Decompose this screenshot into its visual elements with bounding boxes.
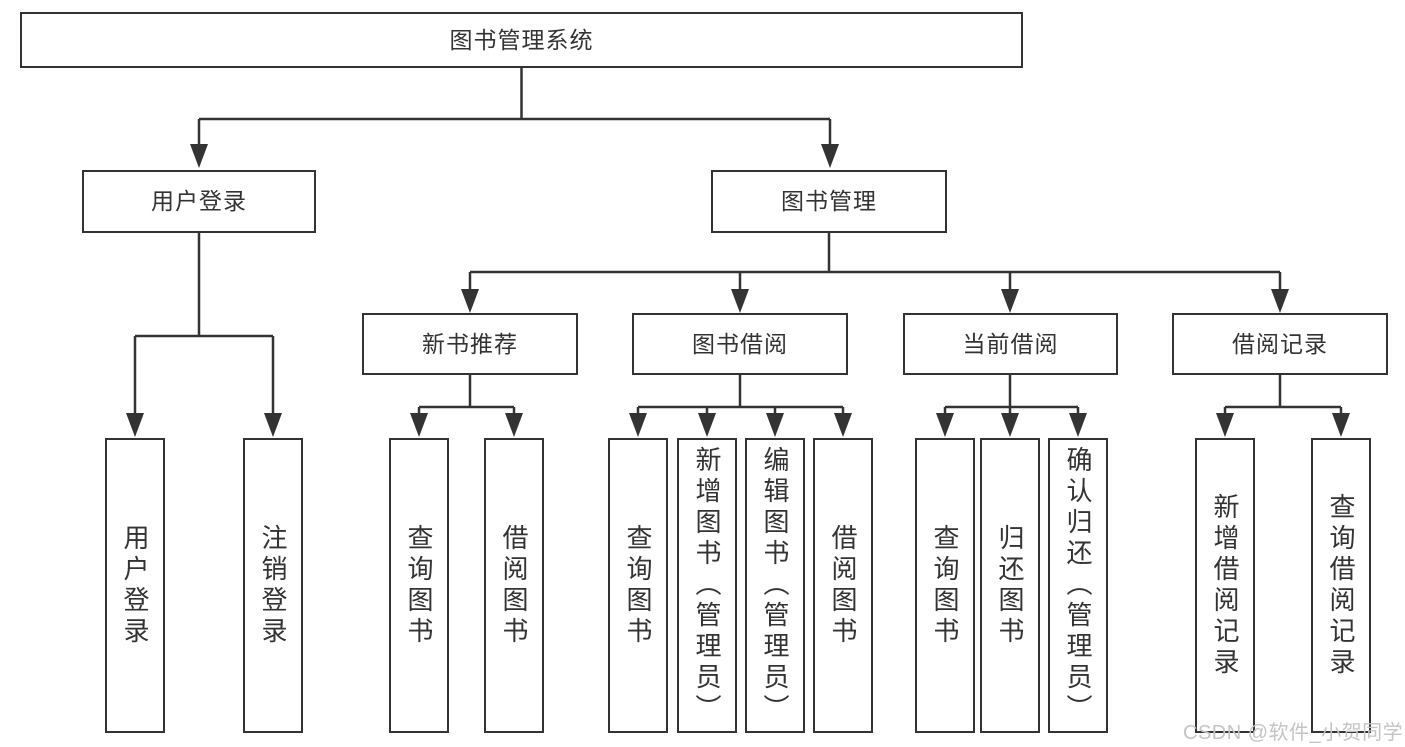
connector-user-login-to-leaves [133, 233, 275, 416]
leaf-user-login: 用户登录 [105, 438, 165, 733]
node-borrow-records: 借阅记录 [1172, 313, 1388, 375]
connector-book-management-to-level3 [468, 233, 1282, 291]
leaf-logout-label: 注销登录 [258, 523, 288, 648]
leaf-confirm-return-admin-label: 确认归还（管理员） [1063, 446, 1093, 725]
node-user-login: 用户登录 [82, 170, 316, 233]
leaf-edit-book-admin: 编辑图书（管理员） [745, 438, 805, 733]
leaf-query-books-borrow: 查询图书 [608, 438, 668, 733]
leaf-add-borrow-record-label: 新增借阅记录 [1210, 492, 1240, 679]
leaf-query-books-recommend-label: 查询图书 [404, 523, 434, 648]
node-user-login-label: 用户登录 [151, 188, 247, 214]
leaf-edit-book-admin-label: 编辑图书（管理员） [760, 446, 790, 725]
node-book-management-label: 图书管理 [781, 188, 877, 214]
connector-borrow-records-to-leaves [1223, 375, 1343, 416]
connector-new-book-to-leaves [417, 375, 516, 416]
leaf-query-borrow-record: 查询借阅记录 [1311, 438, 1371, 733]
connector-current-borrow-to-leaves [943, 375, 1080, 416]
csdn-watermark: CSDN @软件_小贺同学 [1183, 722, 1404, 744]
leaf-user-login-label: 用户登录 [120, 523, 150, 648]
leaf-borrow-books-label: 借阅图书 [828, 523, 858, 648]
leaf-confirm-return-admin: 确认归还（管理员） [1048, 438, 1108, 733]
leaf-borrow-books-recommend-label: 借阅图书 [499, 523, 529, 648]
leaf-query-borrow-record-label: 查询借阅记录 [1326, 492, 1356, 679]
arrowheads-level3 [461, 289, 1289, 313]
leaf-borrow-books: 借阅图书 [813, 438, 873, 733]
node-borrow-records-label: 借阅记录 [1232, 330, 1328, 357]
leaf-add-book-admin: 新增图书（管理员） [677, 438, 737, 733]
node-root-label: 图书管理系统 [449, 26, 594, 53]
node-current-borrow: 当前借阅 [903, 313, 1118, 375]
connector-root-to-level2 [197, 68, 832, 146]
connector-book-borrow-to-leaves [636, 375, 845, 416]
node-book-borrow-label: 图书借阅 [692, 330, 788, 357]
leaf-logout: 注销登录 [243, 438, 303, 733]
leaf-return-book-label: 归还图书 [995, 523, 1025, 648]
leaf-query-books-recommend: 查询图书 [389, 438, 449, 733]
leaf-add-book-admin-label: 新增图书（管理员） [692, 446, 722, 725]
node-root: 图书管理系统 [20, 12, 1023, 68]
arrowheads-level2 [190, 144, 839, 168]
leaf-query-books-current-label: 查询图书 [930, 523, 960, 648]
node-book-management: 图书管理 [711, 170, 947, 233]
node-new-book-recommend-label: 新书推荐 [422, 330, 518, 357]
node-current-borrow-label: 当前借阅 [962, 330, 1059, 357]
node-book-borrow: 图书借阅 [632, 313, 848, 375]
leaf-query-books-current: 查询图书 [915, 438, 975, 733]
leaf-return-book: 归还图书 [980, 438, 1040, 733]
leaf-add-borrow-record: 新增借阅记录 [1195, 438, 1255, 733]
leaf-query-books-borrow-label: 查询图书 [623, 523, 653, 648]
arrowheads-leaves [126, 413, 1350, 437]
node-new-book-recommend: 新书推荐 [362, 313, 578, 375]
leaf-borrow-books-recommend: 借阅图书 [484, 438, 544, 733]
